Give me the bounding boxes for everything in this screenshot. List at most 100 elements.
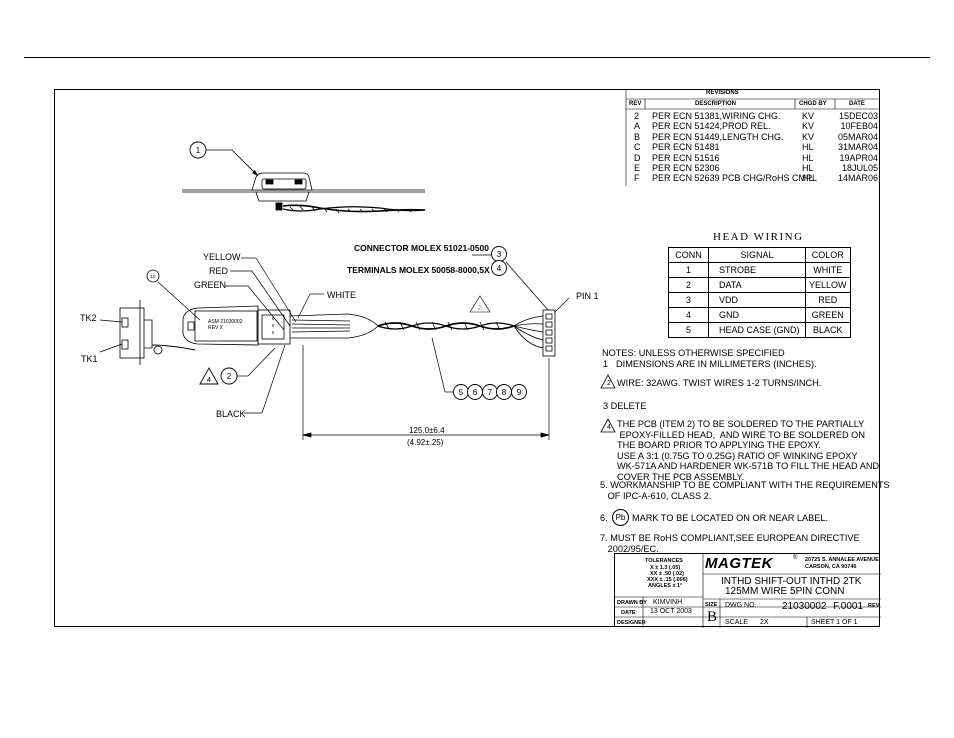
page-top-rule (24, 57, 930, 58)
tolerance-xxx: XXX ± .15 (.006) (647, 577, 688, 583)
balloon-row-7: 7 (488, 388, 493, 397)
drawing-sheet-border (54, 89, 880, 627)
hw-header-conn: CONN (668, 247, 709, 263)
pin1-label: PIN 1 (576, 291, 599, 301)
rev-row-chgd-by: KV (802, 131, 815, 142)
rev-row-chgd-by: HL (802, 142, 814, 153)
rev-row-chgd-by: KV (802, 111, 815, 121)
note-4-line: EPOXY-FILLED HEAD, AND WIRE TO BE SOLDER… (617, 429, 865, 440)
head-side-view (99, 300, 196, 365)
rev-row-rev: F (634, 173, 640, 184)
rev-row-date: 14MAR06 (837, 173, 878, 184)
tk1-label: TK1 (81, 354, 98, 364)
note-2-number: 2 (607, 380, 611, 387)
tolerance-xx: XX ± .50 (.02) (650, 571, 684, 577)
rev-row-date: 05MAR04 (837, 131, 878, 142)
rev-header-description: DESCRIPTION (695, 101, 737, 107)
hw-header-color: COLOR (805, 247, 851, 263)
rev-row-rev: E (634, 163, 641, 174)
head-detail-top (182, 172, 426, 214)
drawn-by-label: DRAWN BY (617, 600, 647, 606)
hw-conn: 2 (668, 277, 709, 293)
head-wiring-table: CONN SIGNAL COLOR 1 STROBE WHITE 2 DATA … (668, 247, 851, 338)
scale-value: 2X (760, 619, 769, 626)
date-value: 13 OCT 2003 (650, 608, 692, 615)
hw-color: WHITE (805, 262, 851, 278)
rev-row-chgd-by: HL (802, 152, 814, 163)
hw-signal: HEAD CASE (GND) (708, 322, 806, 338)
note-4-line: WK-571A AND HARDENER WK-571B TO FILL THE… (617, 461, 880, 471)
rev-row-rev: 2 (634, 111, 640, 121)
balloon-1-text: 1 (196, 146, 201, 155)
white-label: WHITE (327, 290, 356, 300)
note-4-line: THE PCB (ITEM 2) TO BE SOLDERED TO THE P… (617, 419, 865, 429)
note-4-number: 4 (607, 424, 611, 431)
hw-header-signal: SIGNAL (708, 247, 806, 263)
black-label: BLACK (216, 409, 246, 419)
note-7-line: 7. MUST BE RoHS COMPLIANT,SEE EUROPEAN D… (600, 533, 860, 543)
note-5-line: OF IPC-A-610, CLASS 2. (600, 490, 712, 501)
registered-mark: ® (793, 555, 798, 561)
rev-label: REV (868, 603, 880, 609)
tolerance-x: X ± 1.3 (.05) (650, 565, 681, 571)
cable-assembly (182, 305, 556, 357)
balloon-row-9: 9 (517, 388, 522, 397)
balloon-4 (491, 260, 507, 276)
balloon-10-text: 10 (150, 274, 156, 279)
designer-label: DESIGNER (617, 620, 646, 626)
dimension-mm: 125.0±6.4 (409, 426, 445, 435)
flag-2-text: 2 (478, 305, 482, 312)
note-4-line: THE BOARD PRIOR TO APPLYING THE EPOXY. (617, 440, 821, 450)
balloon-row-6: 6 (473, 388, 478, 397)
board-label-2: REV X (208, 325, 224, 331)
rev-col-date: 15DEC03 10FEB04 05MAR04 31MAR04 19APR04 … (836, 111, 878, 184)
drawn-by-value: KIMVINH (653, 599, 683, 606)
sheet-number: SHEET 1 OF 1 (811, 619, 858, 626)
date-label: DATE (621, 610, 636, 616)
balloon-row-5: 5 (459, 388, 464, 397)
flag-2-triangle (469, 295, 491, 313)
hw-color: YELLOW (805, 277, 851, 293)
rev-header-chgd-by: CHGD BY (799, 101, 827, 107)
rev-row-description: PER ECN 51481 (652, 142, 720, 153)
rev-row-date: 15DEC03 (838, 111, 878, 121)
tolerance-angles: ANGLES ± 1° (648, 583, 683, 589)
tolerances-title: TOLERANCES (645, 558, 683, 564)
wire-leaders (157, 254, 570, 414)
head-wiring-row: 2 DATA YELLOW (668, 277, 851, 293)
rev-row-description: PER ECN 51381,WIRING CHG. (652, 111, 781, 121)
note-2-flag-icon (600, 374, 616, 389)
title-block-grid (615, 554, 881, 628)
drawing-title-1: INTHD SHIFT-OUT INTHD 2TK (721, 576, 862, 587)
note-3: 3 DELETE (603, 401, 647, 411)
board-label-1: ASM 21030002 (208, 319, 243, 325)
revisions-grid (625, 89, 880, 186)
balloon-row (453, 384, 527, 400)
head-wiring-row: 4 GND GREEN (668, 307, 851, 323)
head-wiring-title: HEAD WIRING (713, 231, 804, 243)
yellow-label: YELLOW (203, 252, 241, 262)
title-block: TOLERANCES X ± 1.3 (.05) XX ± .50 (.02) … (614, 553, 881, 628)
rev-row-date: 10FEB04 (840, 121, 878, 132)
tk2-label: TK2 (80, 313, 97, 323)
dimension-in: (4.92±.25) (407, 438, 444, 447)
flag-4-triangle (199, 367, 219, 385)
size-value: B (707, 609, 718, 625)
company-logo: MAGTEK (705, 555, 773, 572)
note-4-line: USE A 3:1 (0.75G TO 0.25G) RATIO OF WINK… (617, 450, 858, 461)
balloon-3-text: 3 (497, 250, 502, 259)
rev-row-description: PER ECN 51424,PROD REL. (652, 121, 771, 132)
rev-row-chgd-by: HL (802, 173, 814, 184)
hw-conn: 3 (668, 292, 709, 308)
hw-signal: VDD (708, 292, 806, 308)
balloon-10 (146, 269, 160, 283)
rev-row-date: 18JUL05 (841, 163, 878, 174)
note-6: MARK TO BE LOCATED ON OR NEAR LABEL. (632, 513, 829, 523)
rev-header-rev: REV (629, 101, 642, 107)
revisions-title: REVISIONS (706, 90, 739, 96)
terminals-label: TERMINALS MOLEX 50058-8000,5X (347, 265, 490, 275)
hw-color: BLACK (805, 322, 851, 338)
head-wiring-row: 3 VDD RED (668, 292, 851, 308)
company-address-1: 20725 S. ANNALEE AVENUE (805, 557, 879, 563)
